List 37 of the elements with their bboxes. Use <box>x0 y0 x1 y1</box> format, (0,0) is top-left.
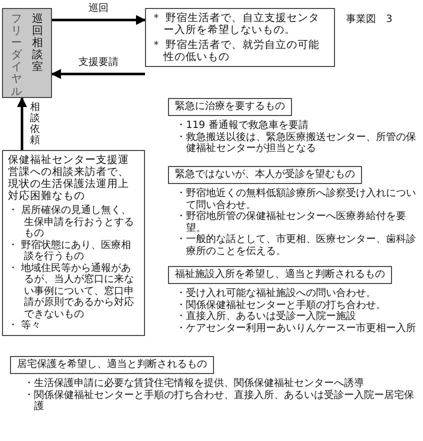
bullet-text: ・直接入所、あるいは受診ー入院ー施設 <box>176 311 357 322</box>
vertical-text: 巡回相談室 <box>32 13 43 76</box>
description-text: 保健福祉センター支援運営課への相談来訪者で、現状の生活保護法運用上対応困難なもの <box>8 154 130 202</box>
edge-label: 支援要請 <box>78 57 118 68</box>
bullet-text: ・関係保健福祉センターと手順の打ち合わせ、直接入所、あるいは受診ー入院ー居宅保護 <box>24 390 415 412</box>
list-item: ・ 等々 <box>8 320 42 332</box>
edge-label: 相談依頼 <box>30 102 40 146</box>
bullet-text: ・119 番通報で救急車を要請 <box>176 120 310 132</box>
description-text: ＊ 野宿生活者で、就労自立の可能性の低いもの <box>151 39 320 64</box>
heading-text: 居宅保護を希望し、適当と判断されるもの <box>17 359 207 370</box>
bullet-text: ・受け入れ可能な福祉施設への問い合わせ。 <box>176 288 377 300</box>
heading-text: 福祉施設入所を希望し、適当と判断されるもの <box>175 269 385 280</box>
text-box <box>145 8 335 68</box>
heading-box <box>168 266 392 284</box>
bullet-text: ・野宿地近くの無料低額診療所へ診察受け入れについて問い合わせ。 <box>176 188 417 210</box>
heading-text: 緊急に治療を要するもの <box>175 101 285 112</box>
heading-box <box>10 356 214 374</box>
figure-number: 事業図 3 <box>346 12 392 26</box>
list-item: ・ 居所確保の見通し無く、生保申請を行おうとするもの <box>8 205 135 240</box>
bullet-text: ・ケアセンター利用ーあいりんケースー市更相ー入所 <box>176 322 417 334</box>
arrow <box>52 15 146 25</box>
bullet-text: ・救急搬送以後は、緊急医療搬送センター、所管の保健福祉センターが担当となる <box>176 132 417 154</box>
bullet-text: ・野宿地所管の保健福祉センターへ医療券給付を要望。 <box>176 211 407 234</box>
bullet-text: ・関係保健福祉センターと手順の打ち合わせ。 <box>176 300 387 310</box>
office-box <box>2 8 52 98</box>
arrow <box>17 97 27 150</box>
heading-box <box>168 98 292 116</box>
arrow <box>51 69 145 79</box>
edge-label: 巡回 <box>88 3 108 14</box>
list-item: ・ 野宿状態にあり、医療相談を行うもの <box>8 240 132 262</box>
description-text: ＊ 野宿生活者で、自立支援センター入所を希望しないもの。 <box>151 12 320 36</box>
bullet-text: ・一般的な話として、市更相、医療センター、歯科診療所のことを伝える。 <box>176 234 417 257</box>
heading-box <box>168 166 362 184</box>
bullet-text: ・生活保護申請に必要な賃貸住宅情報を提供、関係保健福祉センターへ誘導 <box>24 378 365 390</box>
text-box <box>2 150 145 336</box>
list-item: ・ 地域住民等から通報があるが、当人が窓口に来ない事例について、窓口申請が原則であるから対応できないもの <box>8 262 135 320</box>
heading-text: 緊急ではないが、本人が受診を望むもの <box>175 169 355 180</box>
